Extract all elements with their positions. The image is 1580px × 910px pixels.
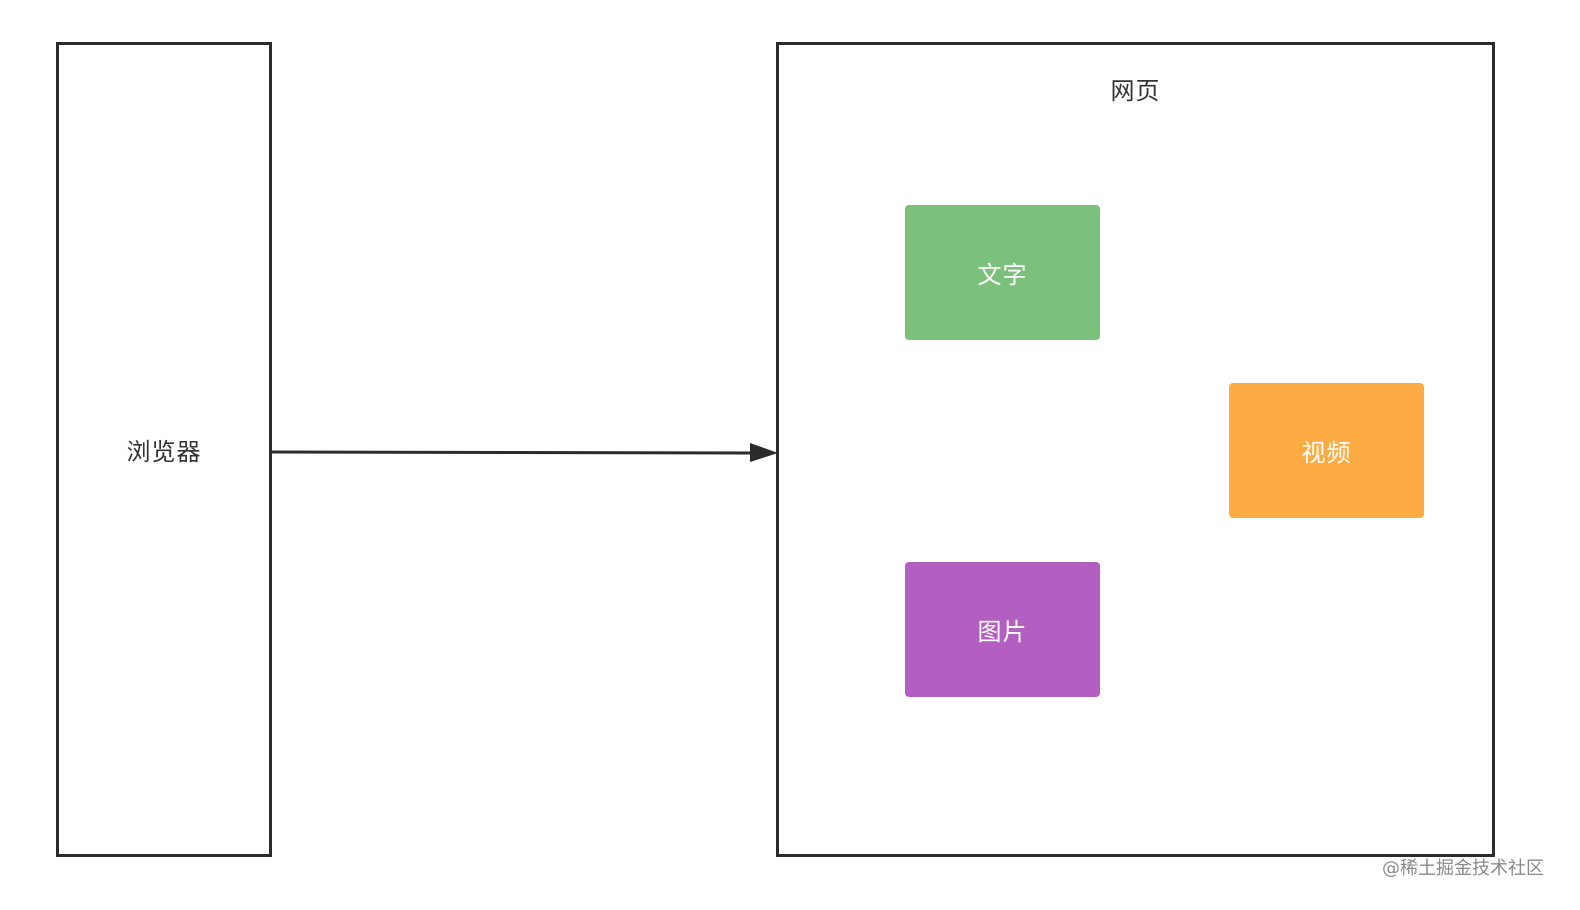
- image-block-label: 图片: [977, 618, 1028, 646]
- arrow-line: [271, 450, 753, 455]
- watermark: @稀土掘金技术社区: [1382, 858, 1544, 879]
- image-block: 图片: [905, 562, 1100, 697]
- browser-label: 浏览器: [126, 438, 202, 466]
- text-block: 文字: [905, 205, 1100, 340]
- webpage-box: 网页 文字 视频 图片: [776, 42, 1495, 857]
- webpage-title: 网页: [1110, 77, 1161, 105]
- video-block: 视频: [1229, 383, 1424, 518]
- arrowhead-icon: [750, 443, 778, 462]
- browser-box: 浏览器: [56, 42, 272, 857]
- text-block-label: 文字: [977, 261, 1028, 289]
- video-block-label: 视频: [1301, 439, 1352, 467]
